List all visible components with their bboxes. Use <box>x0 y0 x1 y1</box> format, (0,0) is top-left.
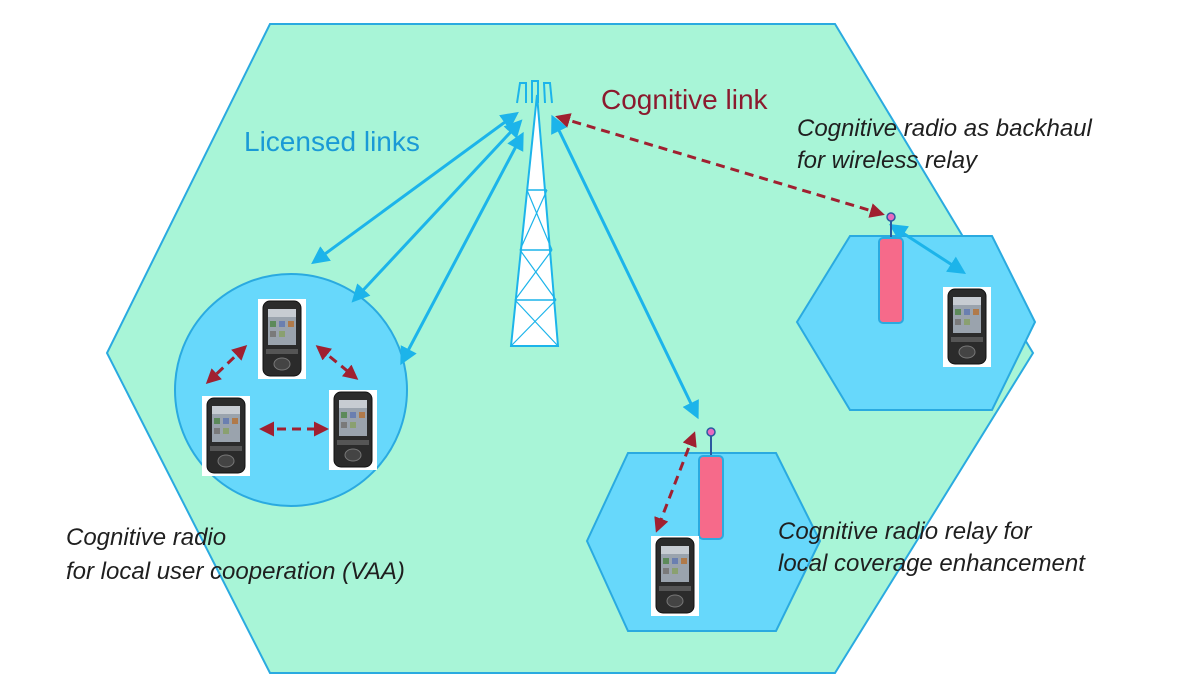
licensed-links-label: Licensed links <box>244 126 420 157</box>
phone-icon-right <box>328 389 378 471</box>
vaa-label-line1: Cognitive radio <box>66 524 227 551</box>
phone-icon-backhaul-cell <box>942 286 992 368</box>
cognitive-backhaul-link <box>555 113 885 218</box>
backhaul-label-line2: for wireless relay <box>797 147 978 174</box>
coverage-relay-antenna <box>698 427 724 540</box>
cognitive-link-b <box>315 345 359 380</box>
backhaul-relay-antenna <box>878 212 904 324</box>
phone-icon-relay-cell <box>650 535 700 617</box>
phone-icon-top <box>257 298 307 380</box>
phone-icon-left <box>201 395 251 477</box>
relay-access-link <box>888 224 967 274</box>
cognitive-link-label: Cognitive link <box>601 84 768 115</box>
cognitive-links <box>205 113 885 533</box>
vaa-label-line2: for local user cooperation (VAA) <box>66 558 405 585</box>
coverage-relay-cell <box>585 452 822 632</box>
relay-label-line2: local coverage enhancement <box>778 550 1085 577</box>
backhaul-label-line1: Cognitive radio as backhaul <box>797 115 1092 142</box>
cognitive-link-a <box>205 344 248 385</box>
cognitive-relay-link <box>654 431 697 533</box>
licensed-link-3 <box>400 131 524 366</box>
relay-label-line1: Cognitive radio relay for <box>778 518 1032 545</box>
